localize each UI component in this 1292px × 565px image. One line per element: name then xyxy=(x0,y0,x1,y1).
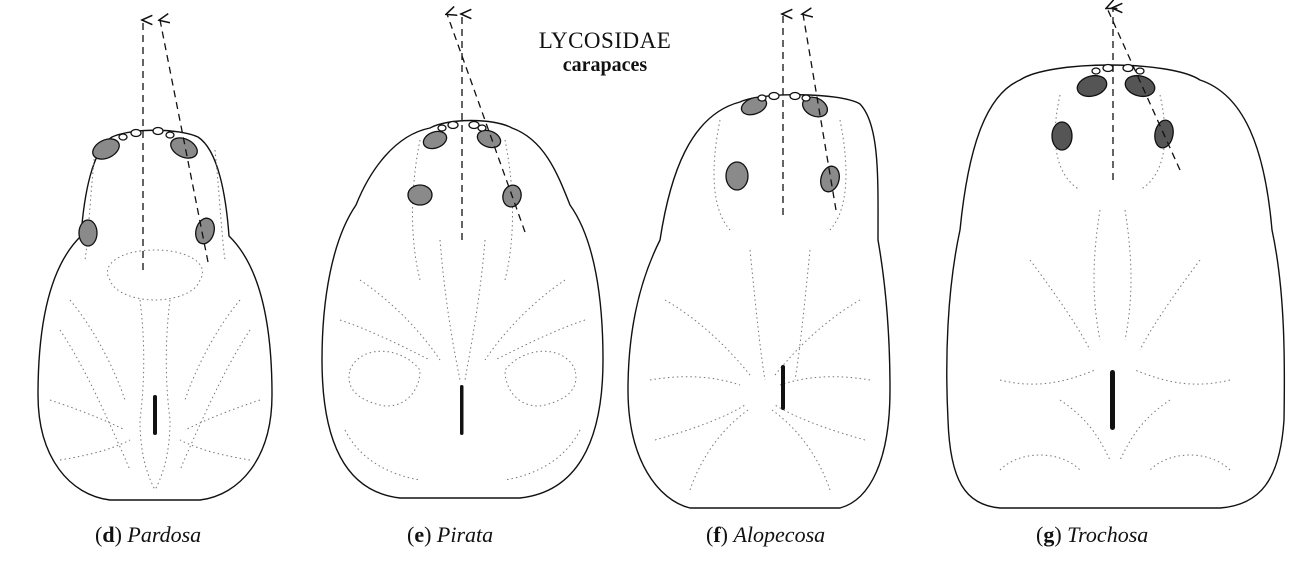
caption-pardosa: (d) Pardosa xyxy=(95,522,201,548)
genus-name: Pardosa xyxy=(127,522,201,547)
family-name: LYCOSIDAE xyxy=(500,28,710,54)
panel-letter: d xyxy=(102,522,114,547)
panel-letter: e xyxy=(414,522,424,547)
genus-name: Alopecosa xyxy=(733,522,825,547)
carapace-trochosa xyxy=(947,8,1285,508)
figure-subtitle: carapaces xyxy=(500,54,710,76)
caption-alopecosa: (f) Alopecosa xyxy=(706,522,825,548)
carapace-pirata xyxy=(322,14,603,498)
caption-trochosa: (g) Trochosa xyxy=(1036,522,1148,548)
carapace-outline xyxy=(628,95,890,508)
fovea xyxy=(781,365,785,410)
panel-letter: g xyxy=(1043,522,1054,547)
eyes xyxy=(408,122,524,209)
panel-letter: f xyxy=(713,522,720,547)
fovea xyxy=(153,395,157,435)
carapace-alopecosa xyxy=(628,14,890,508)
genus-name: Pirata xyxy=(437,522,493,547)
caption-pirata: (e) Pirata xyxy=(407,522,493,548)
fovea xyxy=(1110,370,1115,430)
eyes xyxy=(79,128,217,247)
genus-name: Trochosa xyxy=(1067,522,1148,547)
eyes xyxy=(726,93,842,194)
carapace-outline xyxy=(947,65,1285,508)
carapace-outline xyxy=(38,130,272,500)
carapace-pardosa xyxy=(38,20,272,500)
fovea xyxy=(460,385,464,435)
figure-heading: LYCOSIDAE carapaces xyxy=(500,28,710,76)
dotted-pattern xyxy=(50,150,260,490)
